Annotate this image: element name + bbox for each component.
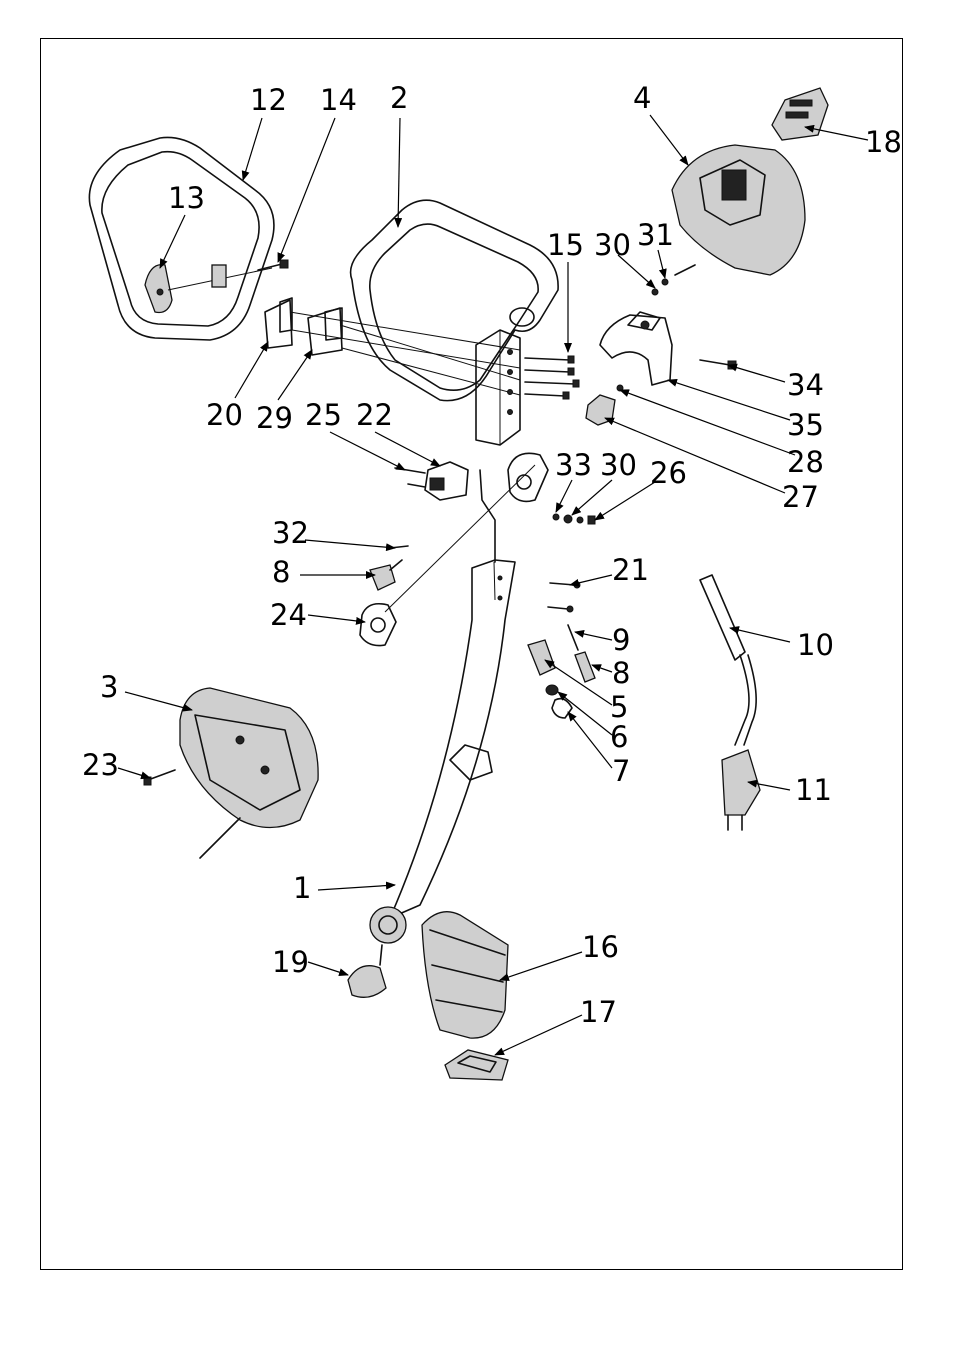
part-bracket [475, 329, 521, 446]
callout-5: 5 [610, 690, 628, 724]
callout-18: 18 [865, 125, 902, 159]
callout-9: 9 [612, 623, 630, 657]
callout-10: 10 [797, 628, 834, 662]
callout-34: 34 [787, 368, 824, 402]
callout-35: 35 [787, 408, 824, 442]
part-22-25 [394, 461, 469, 501]
part-17-pad [444, 1049, 509, 1081]
callout-20: 20 [206, 398, 243, 432]
part-34-screw [699, 359, 737, 370]
part-2-front-handle [349, 199, 559, 402]
callout-11: 11 [795, 773, 832, 807]
part-18-switch [771, 87, 829, 141]
callout-31: 31 [637, 218, 674, 252]
callout-30: 30 [594, 228, 631, 262]
part-15-bolts [524, 355, 580, 400]
callout-23: 23 [82, 748, 119, 782]
callout-32: 32 [272, 516, 309, 550]
callout-15: 15 [547, 228, 584, 262]
part-1-hub [369, 906, 407, 944]
part-1-shaft [389, 469, 516, 919]
callout-25: 25 [305, 398, 342, 432]
callout-12: 12 [250, 83, 287, 117]
part-24-bushing [359, 452, 549, 647]
callout-8: 8 [612, 656, 630, 690]
part-12-rear-handle [88, 136, 275, 341]
part-3-housing [179, 687, 319, 859]
callout-29: 29 [256, 401, 293, 435]
callout-33: 33 [555, 448, 592, 482]
callout-24: 24 [270, 598, 307, 632]
callout-30: 30 [600, 448, 637, 482]
part-4-cover [671, 144, 806, 276]
part-21-screws [547, 581, 581, 613]
callout-2: 2 [390, 81, 408, 115]
callout-14: 14 [320, 83, 357, 117]
callout-7: 7 [612, 754, 630, 788]
part-32-8 [369, 545, 409, 591]
leader-lines [117, 114, 869, 1056]
callout-3: 3 [100, 670, 118, 704]
callout-28: 28 [787, 445, 824, 479]
part-27-28 [585, 384, 624, 426]
callout-6: 6 [610, 720, 628, 754]
part-16-boot [421, 911, 509, 1039]
part-30-31-screws [651, 264, 696, 296]
part-13-clip [144, 264, 273, 314]
callout-8: 8 [272, 555, 290, 589]
callout-13: 13 [168, 181, 205, 215]
callout-labels: 12 14 2 4 18 13 15 30 31 34 35 28 27 20 … [82, 81, 902, 1029]
part-19-cap [347, 944, 387, 998]
callout-4: 4 [633, 81, 651, 115]
callout-26: 26 [650, 456, 687, 490]
callout-22: 22 [356, 398, 393, 432]
callout-17: 17 [580, 995, 617, 1029]
callout-19: 19 [272, 945, 309, 979]
part-10-11-cord [699, 574, 761, 831]
part-35-housing [599, 311, 673, 386]
callout-16: 16 [582, 930, 619, 964]
callout-21: 21 [612, 553, 649, 587]
callout-1: 1 [293, 871, 311, 905]
part-20-29-clamps [264, 297, 521, 396]
part-33-30-26 [552, 513, 596, 525]
callout-27: 27 [782, 480, 819, 514]
